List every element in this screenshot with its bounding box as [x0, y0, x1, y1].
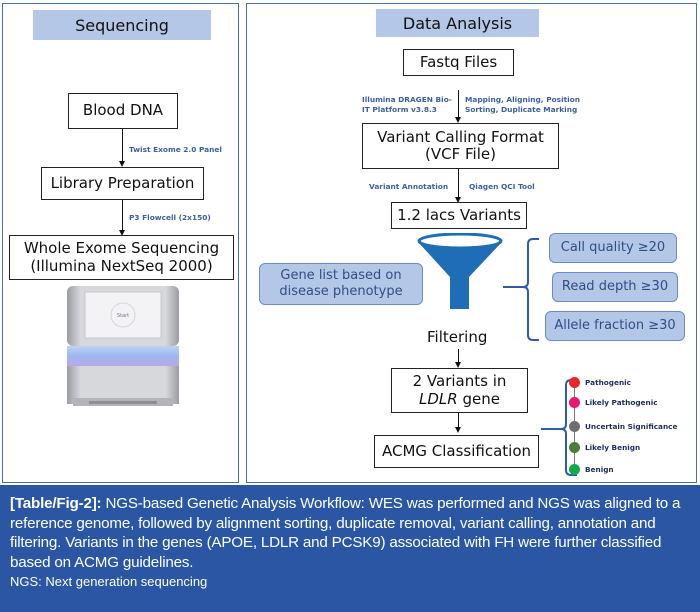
caption-note: NGS: Next generation sequencing: [10, 574, 208, 590]
blood-dna-box: Blood DNA: [68, 93, 178, 129]
class-label: Uncertain Significance: [585, 422, 678, 431]
result-line-1: 2 Variants in: [412, 372, 507, 391]
filter-bracket: [503, 238, 539, 341]
variant-annotation-label: Variant Annotation: [369, 182, 449, 191]
filter-call-quality: Call quality ≥20: [549, 233, 677, 263]
machine-start-label: Start: [117, 313, 129, 319]
pathogenic-dot-icon: [569, 377, 580, 388]
gene-list-line-2: disease phenotype: [279, 284, 403, 299]
twist-exome-label: Twist Exome 2.0 Panel: [129, 145, 222, 154]
whole-exome-sequencing-box: Whole Exome Sequencing (Illumina NextSeq…: [9, 235, 234, 280]
sequencer-machine-icon: Start: [67, 286, 179, 406]
filter-allele-fraction: Allele fraction ≥30: [545, 311, 685, 341]
data-analysis-panel: Data Analysis Fastq Files Illumina DRAGE…: [246, 3, 697, 483]
result-line-2: LDLR gene: [419, 389, 500, 408]
mapping-line-2: Sorting, Duplicate Marking: [465, 104, 578, 114]
arrowhead-icon: [455, 197, 461, 203]
class-pathogenic: Pathogenic: [569, 377, 631, 388]
filter-read-depth: Read depth ≥30: [552, 272, 678, 302]
qiagen-qci-label: Qiagen QCI Tool: [469, 182, 535, 191]
caption-text: NGS-based Genetic Analysis Workflow: WES…: [10, 495, 681, 571]
wes-title: Whole Exome Sequencing: [23, 239, 220, 258]
ldlr-variants-box: 2 Variants in LDLR gene: [391, 368, 528, 413]
acmg-bracket: [541, 379, 577, 476]
arrow-line: [458, 90, 460, 118]
likely-benign-dot-icon: [569, 442, 580, 453]
variants-count-box: 1.2 lacs Variants: [391, 202, 527, 229]
acmg-classification-box: ACMG Classification: [374, 435, 539, 468]
gene-list-line-1: Gene list based on: [280, 268, 402, 284]
benign-dot-icon: [569, 464, 580, 475]
p3-flowcell-label: P3 Flowcell (2x150): [129, 213, 211, 222]
vcf-subtitle: (VCF File): [425, 145, 496, 163]
class-label: Likely Benign: [585, 443, 641, 452]
arrow-line: [458, 413, 460, 428]
fastq-files-box: Fastq Files: [403, 49, 514, 76]
class-label: Pathogenic: [585, 378, 631, 387]
dragen-line-1: Illumina DRAGEN Bio-: [362, 95, 452, 104]
class-label: Likely Pathogenic: [585, 398, 658, 407]
caption-lead: [Table/Fig-2]:: [10, 495, 102, 512]
arrow-line: [122, 129, 124, 161]
class-benign: Benign: [569, 464, 614, 475]
sequencing-panel: Sequencing Blood DNA Twist Exome 2.0 Pan…: [2, 3, 239, 483]
mapping-label: Mapping, Aligning, Position Sorting, Dup…: [465, 95, 580, 114]
dragen-line-2: IT Platform v3.8.3: [362, 104, 437, 114]
arrowhead-icon: [455, 117, 461, 123]
class-uncertain-significance: Uncertain Significance: [569, 421, 677, 432]
sequencing-header: Sequencing: [33, 10, 211, 40]
gene-list-box: Gene list based on disease phenotype: [259, 263, 423, 305]
arrowhead-icon: [455, 427, 461, 433]
dragen-platform-label: Illumina DRAGEN Bio- IT Platform v3.8.3: [362, 95, 452, 114]
data-analysis-header: Data Analysis: [376, 9, 539, 37]
arrowhead-icon: [119, 230, 125, 236]
caption-main: [Table/Fig-2]: NGS-based Genetic Analysi…: [10, 494, 692, 572]
filtering-label: Filtering: [427, 328, 488, 346]
figure-caption: [Table/Fig-2]: NGS-based Genetic Analysi…: [0, 485, 700, 612]
arrowhead-icon: [455, 362, 461, 368]
uncertain-dot-icon: [569, 421, 580, 432]
likely-pathogenic-dot-icon: [569, 397, 580, 408]
class-label: Benign: [585, 465, 614, 474]
gene-word: gene: [457, 389, 500, 408]
vcf-box: Variant Calling Format (VCF File): [362, 123, 559, 169]
arrowhead-icon: [119, 161, 125, 167]
library-preparation-box: Library Preparation: [41, 167, 204, 200]
arrow-line: [458, 349, 460, 363]
funnel-icon: [417, 233, 503, 309]
vcf-title: Variant Calling Format: [377, 127, 544, 146]
class-likely-pathogenic: Likely Pathogenic: [569, 397, 658, 408]
arrow-line: [458, 169, 460, 198]
wes-instrument: (Illumina NextSeq 2000): [30, 256, 213, 275]
arrow-line: [122, 200, 124, 230]
mapping-line-1: Mapping, Aligning, Position: [465, 95, 581, 104]
class-likely-benign: Likely Benign: [569, 442, 640, 453]
ldlr-gene-name: LDLR: [419, 389, 458, 408]
